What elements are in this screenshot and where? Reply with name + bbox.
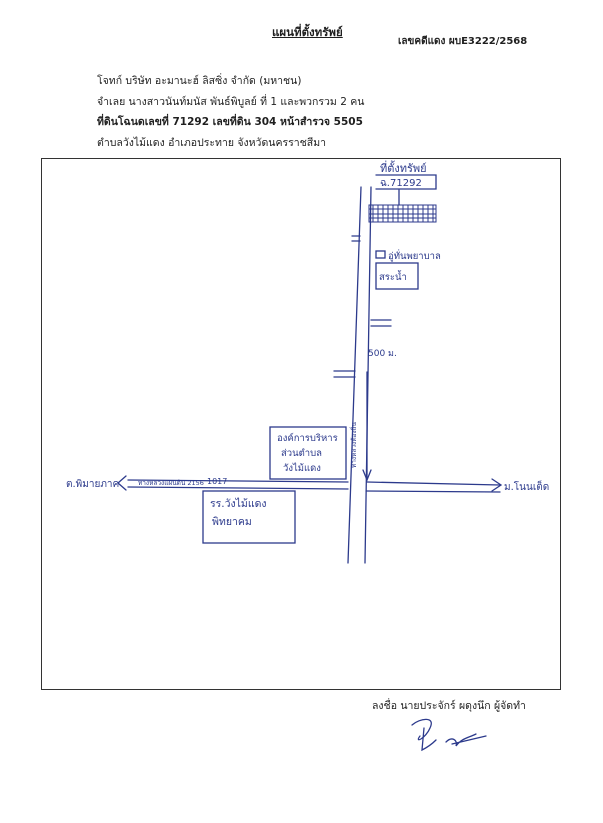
left-destination: ต.พิมายภาค xyxy=(66,479,119,490)
horizontal-road-top-right xyxy=(366,481,501,486)
horizontal-road-bottom-left xyxy=(127,486,349,490)
school-line1: รร.วังไม้แดง xyxy=(210,497,267,510)
house-label: อู่ทั่นพยาบาล xyxy=(388,249,441,262)
pond-label: สระน้ำ xyxy=(379,270,407,283)
vertical-road-right-edge xyxy=(364,186,372,564)
vertical-road-left-edge xyxy=(347,186,362,564)
document-title: แผนที่ตั้งทรัพย์ xyxy=(272,25,343,39)
location-line: ตำบลวังไม้แดง อำเภอประทาย จังหวัดนครราชส… xyxy=(97,137,327,149)
pond-box xyxy=(375,262,419,290)
highway-label: ทางหลวงแผ่นดิน 2156 xyxy=(138,479,204,487)
highway-number: 1017 xyxy=(207,477,227,486)
property-hatch xyxy=(368,204,437,223)
land-deed-line: ที่ดินโฉนดเลขที่ 71292 เลขที่ดิน 304 หน้… xyxy=(97,116,363,128)
house-square xyxy=(375,250,386,259)
school-box xyxy=(202,490,296,544)
plaintiff-line: โจทก์ บริษัท อะมานะฮ์ ลิสซิ่ง จำกัด (มหา… xyxy=(97,75,302,87)
office-line3: วังไม้แดง xyxy=(283,462,321,474)
horizontal-road-bottom-right xyxy=(365,490,501,493)
signer-line: ลงชื่อ นายประจักร์ ผดุงนึก ผู้จัดทำ xyxy=(372,700,526,712)
deed-label: ฉ.71292 xyxy=(380,178,422,189)
property-label-frame xyxy=(375,174,437,190)
office-line2: ส่วนตำบล xyxy=(281,448,322,459)
horizontal-road-top-left xyxy=(127,479,349,483)
office-box xyxy=(269,426,347,480)
right-destination: ม.โนนเต็ด xyxy=(504,479,549,493)
defendant-line: จำเลย นางสาวนันท์มนัส พันธ์พิบูลย์ ที่ 1… xyxy=(97,96,365,108)
left-arrowhead xyxy=(117,475,127,491)
case-number: เลขคดีแดง ผบE3222/2568 xyxy=(398,36,528,47)
property-label: ที่ตั้งทรัพย์ xyxy=(380,160,427,175)
office-line1: องค์การบริหาร xyxy=(277,432,338,444)
side-road-label: ทางหลวงท้องถิ่น xyxy=(349,422,358,468)
school-line2: พิทยาคม xyxy=(212,516,252,528)
distance-label: 500 ม. xyxy=(368,349,397,359)
distance-arrowhead xyxy=(362,469,372,482)
signature-mark xyxy=(411,718,487,752)
right-arrowhead xyxy=(491,478,503,492)
map-frame xyxy=(41,158,561,690)
